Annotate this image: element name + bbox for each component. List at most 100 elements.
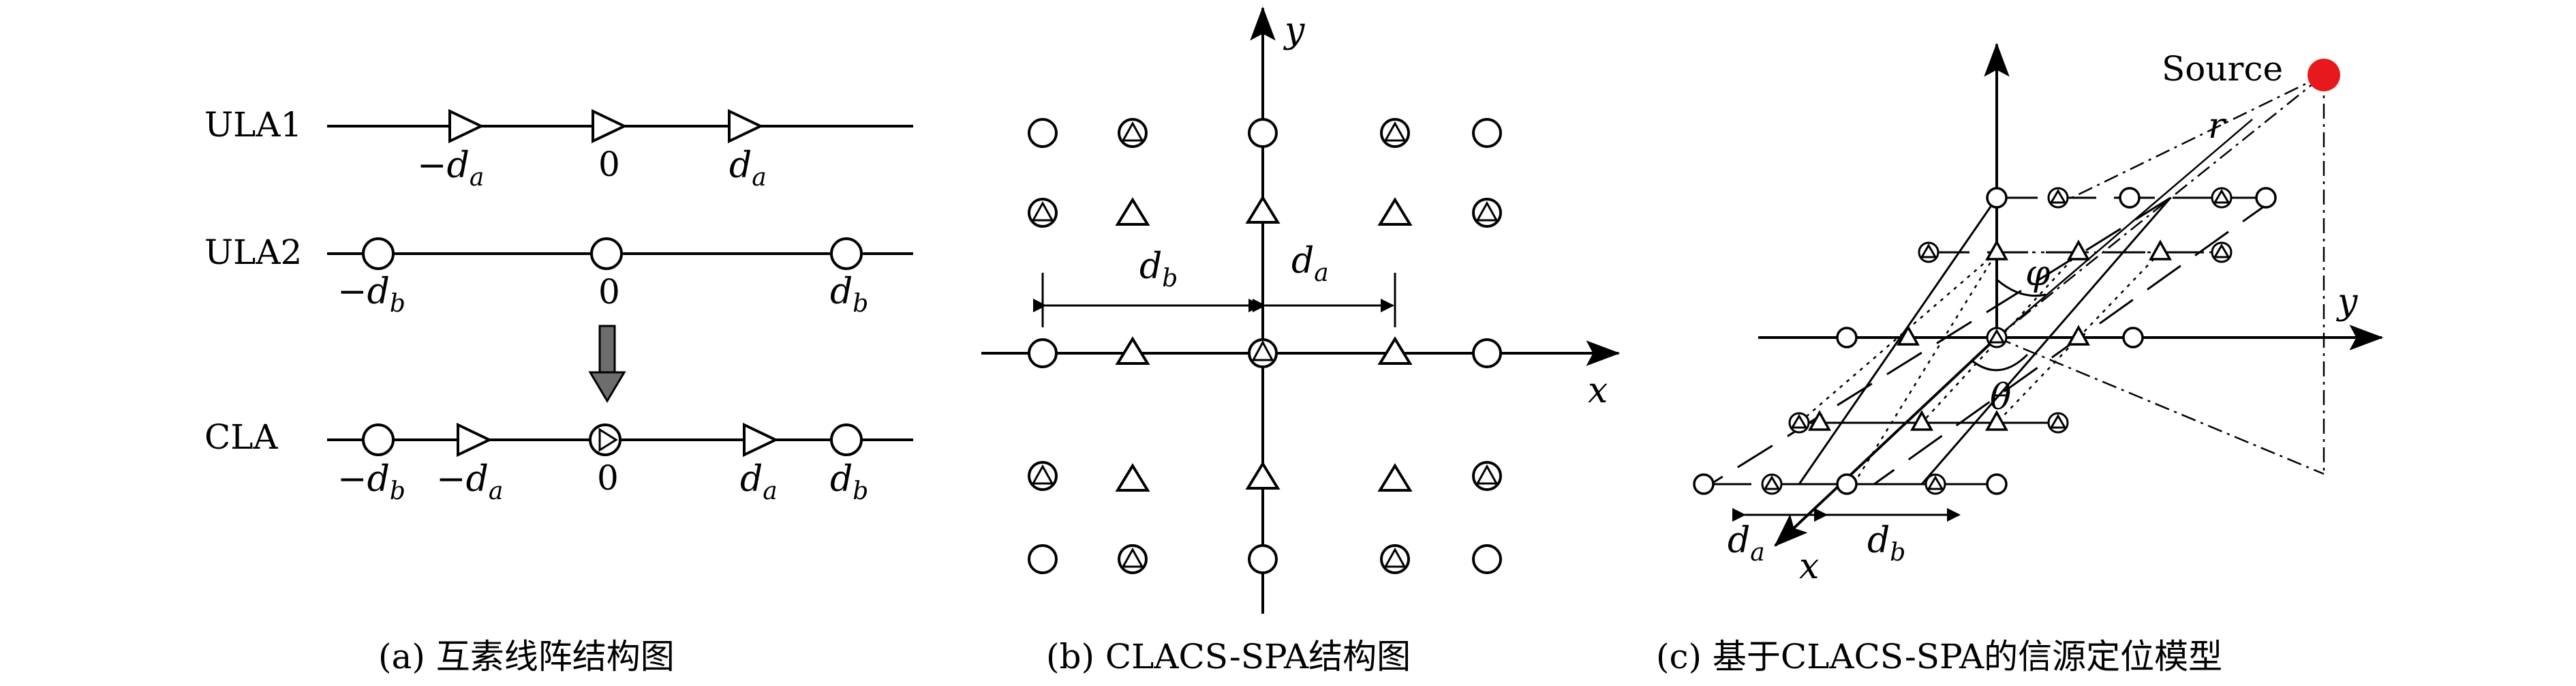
ula2-sensor-zero bbox=[590, 237, 623, 270]
panel-c-labels: Source r φ θ y x da db (c) 基于CLACS-SPA的信… bbox=[1656, 49, 2358, 676]
sensor-circle bbox=[1248, 544, 1278, 574]
x-axis-label: x bbox=[1588, 370, 1608, 411]
sensor-combined bbox=[1380, 544, 1410, 574]
phi-label: φ bbox=[2025, 253, 2051, 294]
ula1-tick-zero: 0 bbox=[598, 145, 620, 184]
sensor-circle bbox=[2255, 187, 2277, 209]
sensor-circle bbox=[1472, 544, 1502, 574]
sensor-triangle bbox=[1245, 195, 1281, 224]
sensor-circle bbox=[1836, 473, 1858, 495]
sensor-combined bbox=[1918, 241, 1939, 263]
sensor-triangle bbox=[2067, 239, 2090, 260]
sensor-combined bbox=[1028, 461, 1058, 491]
sensor-triangle bbox=[1377, 197, 1413, 226]
sensor-triangle bbox=[1808, 410, 1831, 431]
panel-c bbox=[1693, 42, 2384, 547]
db-label: db bbox=[1139, 246, 1178, 293]
sensor-combined bbox=[1925, 473, 1946, 495]
sensor-circle bbox=[2119, 187, 2141, 209]
sensor-combined bbox=[1788, 412, 1810, 434]
sensor-circle bbox=[1472, 338, 1502, 368]
sensor-triangle bbox=[2067, 325, 2090, 346]
ula2-tick-neg-db: −db bbox=[337, 271, 405, 318]
sensor-circle bbox=[1836, 327, 1858, 348]
cla-sensor-neg-da bbox=[457, 422, 493, 458]
x-axis-label: x bbox=[1799, 546, 1819, 587]
ula2-sensor-pos bbox=[830, 237, 863, 270]
ula1-tick-neg-da: −da bbox=[417, 145, 484, 192]
combine-arrow bbox=[588, 325, 626, 403]
panel-a bbox=[327, 108, 913, 458]
panel-b bbox=[981, 6, 1621, 614]
phi-arc bbox=[1996, 278, 2046, 297]
sensor-triangle bbox=[1377, 463, 1413, 492]
sensor-combined bbox=[1761, 473, 1783, 495]
sensor-triangle bbox=[1985, 239, 2008, 260]
cla-tick-db: db bbox=[830, 459, 868, 505]
sensor-circle bbox=[1248, 118, 1278, 148]
ula1-sensor-neg bbox=[448, 108, 485, 144]
sensor-triangle bbox=[1897, 325, 1920, 346]
ula2-sensor-neg bbox=[362, 237, 395, 270]
y-axis-label: y bbox=[2336, 282, 2358, 323]
sensor-combined bbox=[1118, 544, 1148, 574]
range-line bbox=[1996, 119, 2253, 338]
sensor-combined bbox=[1472, 461, 1502, 491]
cla-tick-neg-da: −da bbox=[436, 459, 503, 505]
ula1-sensor-pos bbox=[728, 108, 764, 144]
sensor-triangle bbox=[1245, 461, 1281, 490]
caption-c: (c) 基于CLACS-SPA的信源定位模型 bbox=[1656, 637, 2222, 676]
sensor-triangle bbox=[1115, 463, 1150, 492]
ula1-label: ULA1 bbox=[204, 105, 302, 145]
sensor-combined bbox=[1986, 327, 2008, 348]
sensor-circle bbox=[1986, 187, 2008, 209]
r-label: r bbox=[2208, 106, 2227, 147]
cla-sensor-pos-db bbox=[830, 423, 863, 456]
cla-sensor-pos-da bbox=[743, 422, 779, 458]
sensor-triangle bbox=[1910, 410, 1933, 431]
ula2-tick-zero: 0 bbox=[598, 272, 620, 312]
source-label: Source bbox=[2162, 49, 2283, 89]
sensor-combined bbox=[2047, 187, 2069, 209]
sensor-circle bbox=[1028, 118, 1058, 148]
sensor-circle bbox=[1028, 544, 1058, 574]
sensor-combined bbox=[1380, 118, 1410, 148]
ula2-tick-db: db bbox=[830, 271, 868, 318]
sensor-triangle bbox=[1985, 410, 2008, 431]
caption-b: (b) CLACS-SPA结构图 bbox=[1046, 637, 1411, 676]
sensor-combined bbox=[1028, 198, 1058, 228]
cla-tick-neg-db: −db bbox=[337, 459, 405, 505]
theta-arc bbox=[1972, 353, 2029, 372]
da-label: da bbox=[1291, 241, 1329, 287]
caption-a: (a) 互素线阵结构图 bbox=[378, 637, 675, 676]
sensor-combined bbox=[2211, 187, 2233, 209]
theta-label: θ bbox=[1990, 377, 2011, 418]
cla-sensor-neg-db bbox=[362, 423, 395, 456]
sensor-circle bbox=[1693, 473, 1715, 495]
ula1-sensor-zero bbox=[592, 108, 628, 144]
sensor-circle bbox=[1472, 118, 1502, 148]
sensor-triangle bbox=[1377, 336, 1413, 365]
sensor-combined bbox=[2211, 241, 2233, 263]
sensor-circle bbox=[2122, 327, 2144, 348]
da-label: da bbox=[1728, 520, 1765, 567]
panel-a-labels: ULA1 ULA2 CLA −da 0 da −db 0 db −db −da … bbox=[204, 105, 868, 676]
sensor-triangle bbox=[1115, 336, 1150, 365]
sensor-triangle bbox=[1115, 197, 1150, 226]
cla-tick-da: da bbox=[740, 459, 778, 505]
sensor-combined bbox=[1472, 198, 1502, 228]
ula1-tick-da: da bbox=[729, 145, 767, 192]
cla-label: CLA bbox=[204, 417, 278, 457]
sensor-circle bbox=[1986, 473, 2008, 495]
sensor-combined bbox=[2047, 412, 2069, 434]
source-point bbox=[2307, 59, 2340, 91]
cla-tick-zero: 0 bbox=[597, 458, 619, 498]
db-label: db bbox=[1867, 520, 1905, 567]
sensor-triangle bbox=[2149, 239, 2172, 260]
y-axis-label: y bbox=[1283, 10, 1305, 51]
ula2-label: ULA2 bbox=[204, 233, 302, 272]
sensor-combined bbox=[1118, 118, 1148, 148]
panel-b-labels: y x db da (b) CLACS-SPA结构图 bbox=[1046, 10, 1608, 676]
sensor-circle bbox=[1028, 338, 1058, 368]
